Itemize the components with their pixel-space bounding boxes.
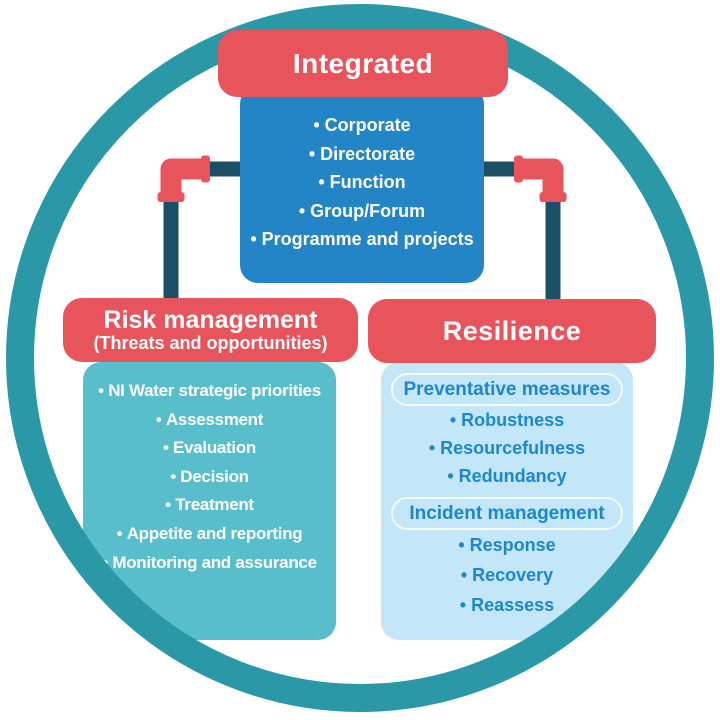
pipe-elbow-right-cap-vertical <box>539 192 567 202</box>
list-item: Function <box>240 168 484 197</box>
list-item: Response <box>381 530 633 560</box>
list-item: Directorate <box>240 140 484 169</box>
list-item: Recovery <box>381 560 633 590</box>
governance-levels-list: Corporate Directorate Function Group/For… <box>240 111 484 254</box>
resilience-title: Resilience <box>442 315 582 346</box>
list-item: Evaluation <box>83 434 336 463</box>
risk-management-list: NI Water strategic priorities Assessment… <box>83 377 336 577</box>
preventative-measures-pill: Preventative measures <box>391 373 623 406</box>
list-item: Robustness <box>381 406 633 434</box>
risk-management-title: Risk management <box>103 306 318 334</box>
pipe-elbow-right-cap-horizontal <box>514 155 523 183</box>
integrated-header: Integrated <box>218 30 508 97</box>
list-item: NI Water strategic priorities <box>83 377 336 406</box>
list-item: Monitoring and assurance <box>83 549 336 578</box>
incident-management-pill: Incident management <box>391 497 623 530</box>
list-item: Group/Forum <box>240 197 484 226</box>
list-item: Appetite and reporting <box>83 520 336 549</box>
list-item: Treatment <box>83 491 336 520</box>
pipe-right <box>474 161 561 305</box>
list-item: Reassess <box>381 590 633 620</box>
resilience-box: Preventative measures Robustness Resourc… <box>381 362 633 640</box>
list-item: Assessment <box>83 406 336 435</box>
pipe-elbow-left-cap-horizontal <box>201 155 210 183</box>
pipe-elbow-left-icon <box>160 158 206 200</box>
pipe-elbow-right-icon <box>518 158 564 200</box>
pipe-elbow-left-cap-vertical <box>157 192 185 202</box>
risk-management-box: NI Water strategic priorities Assessment… <box>83 362 336 640</box>
list-item: Decision <box>83 463 336 492</box>
preventative-measures-list: Robustness Resourcefulness Redundancy <box>381 406 633 490</box>
resilience-header: Resilience <box>368 299 656 363</box>
incident-management-list: Response Recovery Reassess <box>381 530 633 620</box>
list-item: Programme and projects <box>240 225 484 254</box>
list-item: Resourcefulness <box>381 434 633 462</box>
list-item: Corporate <box>240 111 484 140</box>
list-item: Redundancy <box>381 462 633 490</box>
governance-levels-box: Corporate Directorate Function Group/For… <box>240 86 484 283</box>
integrated-title: Integrated <box>292 47 434 79</box>
risk-management-header: Risk management (Threats and opportuniti… <box>63 298 358 362</box>
pipe-left <box>163 161 250 305</box>
risk-management-subtitle: (Threats and opportunities) <box>93 333 328 353</box>
